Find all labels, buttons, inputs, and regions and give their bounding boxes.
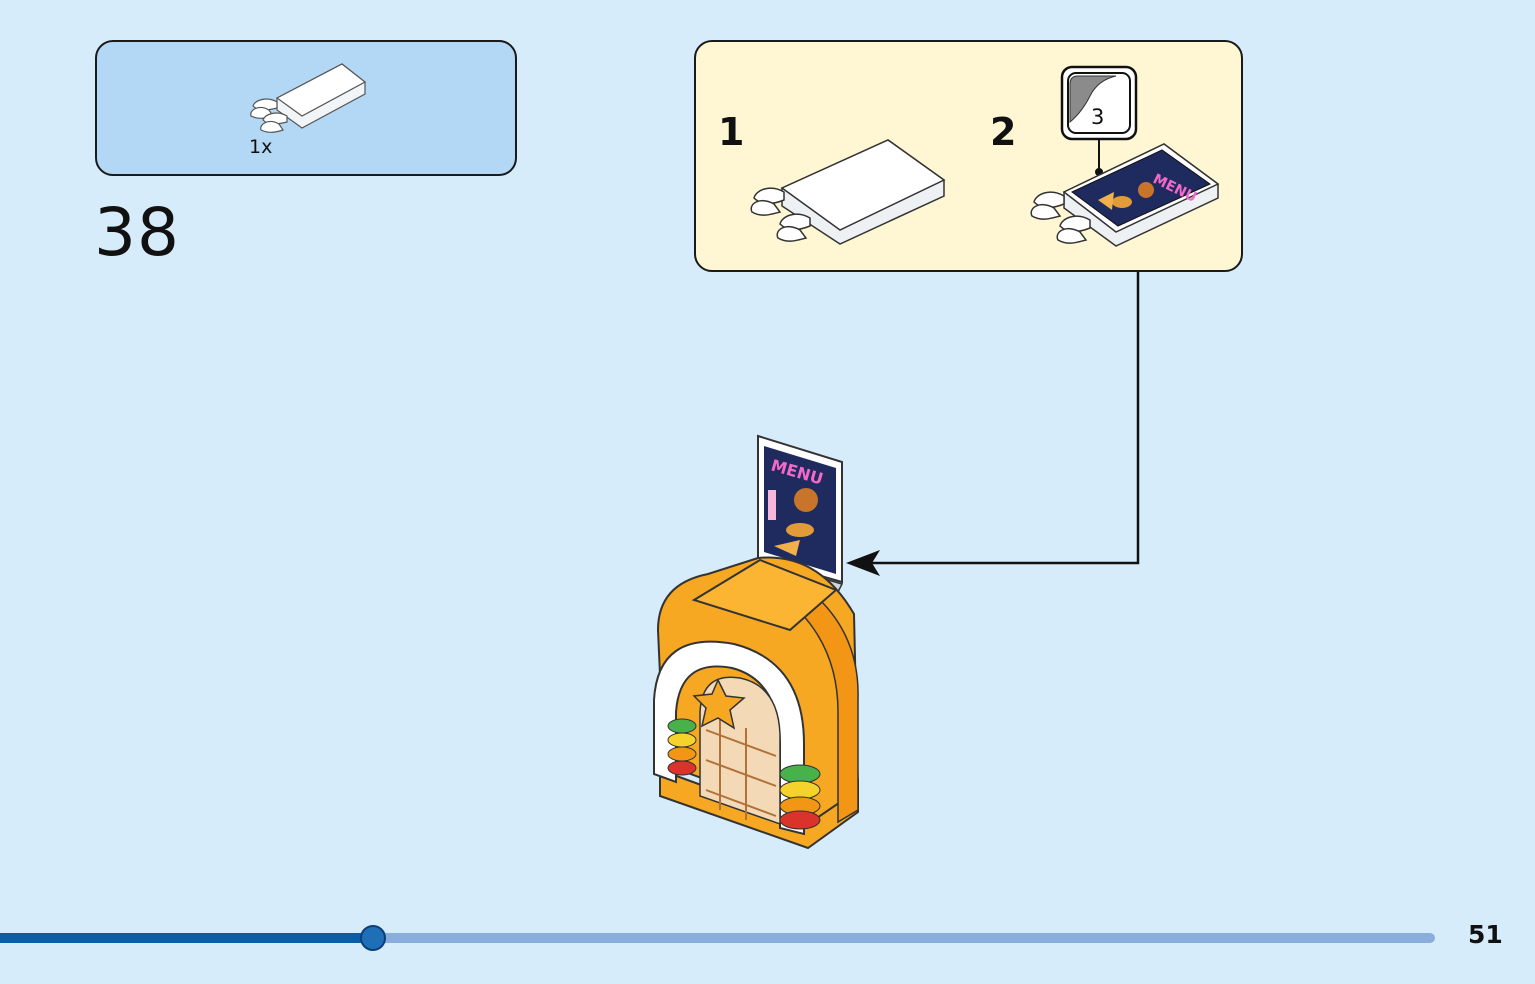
- sticker-sheet-icon: [1060, 65, 1138, 176]
- page-number: 51: [1468, 920, 1503, 949]
- clip-tile-menu-sticker-icon: MENU: [1030, 143, 1220, 247]
- substep-number-1: 1: [718, 110, 745, 154]
- part-quantity: 1x: [249, 136, 273, 158]
- sticker-number: 3: [1091, 105, 1105, 129]
- clip-tile-blank-icon: [750, 139, 946, 245]
- progress-knob: [360, 925, 386, 951]
- step-number: 38: [94, 194, 180, 271]
- progress-fill: [0, 933, 373, 943]
- substep-number-2: 2: [990, 110, 1017, 154]
- parts-callout: 1x: [95, 40, 517, 176]
- substep-callout: 1 2 MENU: [694, 40, 1243, 272]
- clip-tile-2x3-icon: [250, 63, 367, 133]
